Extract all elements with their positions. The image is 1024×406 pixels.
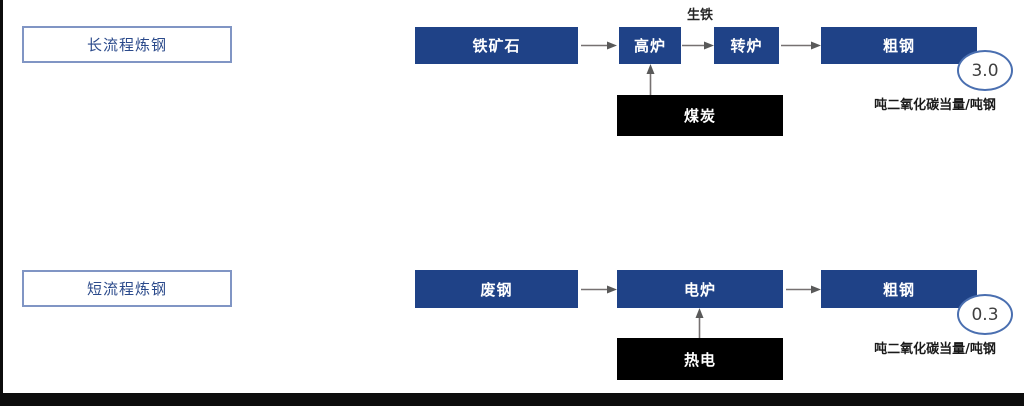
- category-label-long-process[interactable]: 长流程炼钢: [22, 26, 232, 63]
- node-converter[interactable]: 转炉: [714, 27, 779, 64]
- arrow-electric-furnace-to-crude-steel: [786, 284, 821, 295]
- node-electric-furnace[interactable]: 电炉: [617, 270, 783, 308]
- page-bottom-edge: [0, 393, 1024, 406]
- metric-value-long-process: 3.0: [971, 60, 999, 81]
- metric-value-short-process: 0.3: [971, 304, 999, 325]
- page-left-edge: [0, 0, 3, 406]
- arrow-coal-to-blast-furnace: [645, 64, 656, 96]
- metric-unit-short-process-text: 吨二氧化碳当量/吨钢: [874, 342, 996, 357]
- metric-bubble-short-process[interactable]: 0.3: [957, 294, 1013, 335]
- node-crude-steel-2-label: 粗钢: [882, 280, 915, 299]
- category-label-short-process[interactable]: 短流程炼钢: [22, 270, 232, 307]
- metric-unit-short-process: 吨二氧化碳当量/吨钢: [845, 338, 1024, 357]
- node-thermal-power-label: 热电: [683, 350, 716, 369]
- node-crude-steel-label: 粗钢: [882, 37, 915, 55]
- node-scrap-steel[interactable]: 废钢: [415, 270, 578, 308]
- edge-label-pig-iron-text: 生铁: [686, 8, 713, 23]
- node-electric-furnace-label: 电炉: [683, 280, 716, 299]
- edge-label-pig-iron: 生铁: [660, 4, 740, 23]
- metric-bubble-long-process[interactable]: 3.0: [957, 50, 1013, 91]
- node-iron-ore[interactable]: 铁矿石: [415, 27, 578, 64]
- metric-unit-long-process-text: 吨二氧化碳当量/吨钢: [874, 98, 996, 113]
- node-converter-label: 转炉: [730, 37, 763, 55]
- node-coal[interactable]: 煤炭: [617, 95, 783, 136]
- arrow-iron-ore-to-blast-furnace: [581, 40, 617, 51]
- node-iron-ore-label: 铁矿石: [472, 37, 521, 55]
- arrow-blast-furnace-to-converter: [682, 40, 714, 51]
- node-thermal-power[interactable]: 热电: [617, 338, 783, 380]
- node-blast-furnace[interactable]: 高炉: [619, 27, 681, 64]
- node-blast-furnace-label: 高炉: [633, 37, 666, 55]
- arrow-thermal-power-to-electric-furnace: [694, 308, 705, 339]
- metric-unit-long-process: 吨二氧化碳当量/吨钢: [845, 94, 1024, 113]
- arrow-scrap-steel-to-electric-furnace: [581, 284, 617, 295]
- arrow-converter-to-crude-steel: [781, 40, 821, 51]
- category-label-short-process-text: 短流程炼钢: [86, 280, 167, 298]
- node-scrap-steel-label: 废钢: [480, 280, 513, 299]
- node-crude-steel-2[interactable]: 粗钢: [821, 270, 977, 308]
- category-label-long-process-text: 长流程炼钢: [86, 36, 167, 54]
- node-crude-steel[interactable]: 粗钢: [821, 27, 977, 64]
- node-coal-label: 煤炭: [683, 107, 716, 125]
